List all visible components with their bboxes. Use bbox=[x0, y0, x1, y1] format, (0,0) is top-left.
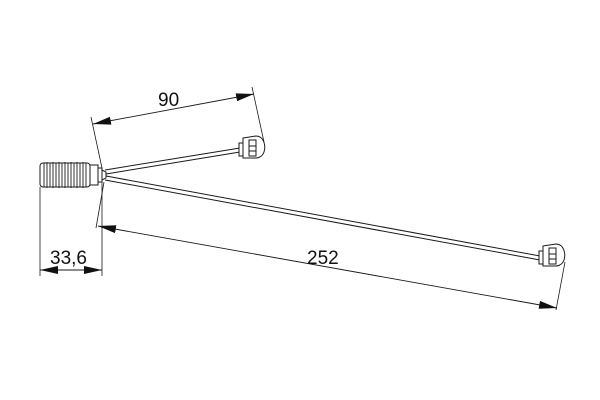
short-wire bbox=[104, 147, 241, 175]
dimension-label-252: 252 bbox=[307, 248, 339, 269]
junction-collar bbox=[89, 164, 107, 186]
extension-lines bbox=[39, 86, 566, 311]
long-sensor-head-icon bbox=[538, 243, 566, 267]
short-sensor-head-icon bbox=[238, 135, 266, 159]
dimension-label-90: 90 bbox=[158, 90, 179, 111]
dimension-label-33-6: 33,6 bbox=[50, 248, 87, 269]
dimension-lines bbox=[40, 93, 558, 309]
corrugated-sleeve bbox=[39, 162, 91, 188]
